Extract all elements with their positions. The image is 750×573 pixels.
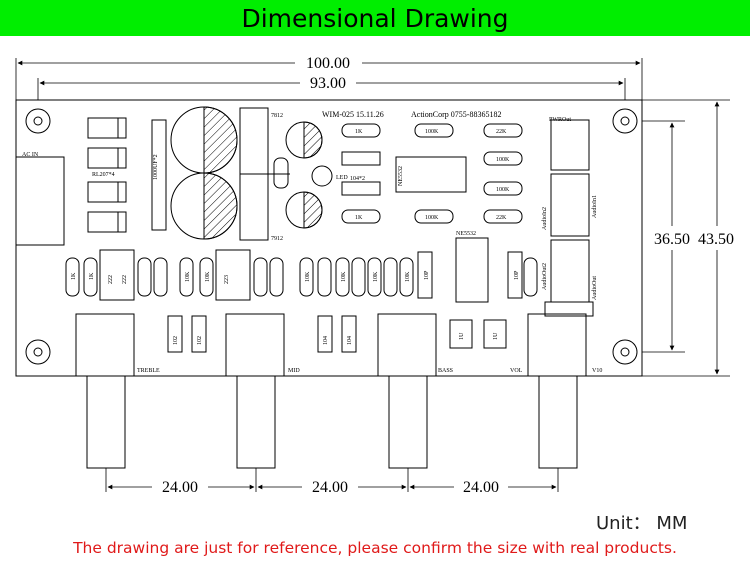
dimension-hole-width: 93.00 <box>39 75 624 92</box>
pot-spacing-3: 24.00 <box>463 479 499 496</box>
svg-text:10K: 10K <box>205 271 211 282</box>
svg-text:AudioOut2: AudioOut2 <box>542 263 548 290</box>
svg-text:22K: 22K <box>496 215 507 221</box>
ac-in-label: AC IN <box>22 152 39 158</box>
dimension-hole-height: 36.50 <box>654 122 690 351</box>
svg-text:10K: 10K <box>373 271 379 282</box>
small-electrolytic-caps <box>273 121 333 229</box>
bass-label: BASS <box>438 368 453 374</box>
rectifier-label: RL207*4 <box>92 172 115 178</box>
svg-text:AudioOut: AudioOut <box>592 276 598 300</box>
svg-text:10K: 10K <box>185 271 191 282</box>
pot-spacing-dimensions <box>105 468 559 492</box>
svg-text:7812: 7812 <box>271 113 283 119</box>
svg-text:10K: 10K <box>405 271 411 282</box>
page-title: Dimensional Drawing <box>241 3 509 33</box>
svg-text:223: 223 <box>224 275 230 284</box>
overall-width-label: 100.00 <box>306 55 350 72</box>
vol-label: VOL <box>510 368 523 374</box>
svg-text:10K: 10K <box>305 271 311 282</box>
header-banner: Dimensional Drawing <box>0 0 750 36</box>
svg-text:100K: 100K <box>425 129 439 135</box>
reference-note: The drawing are just for reference, plea… <box>73 539 677 557</box>
svg-text:102: 102 <box>197 336 203 345</box>
filter-capacitors <box>151 106 290 241</box>
audio-connectors <box>544 119 594 317</box>
potentiometer-bodies <box>75 313 587 377</box>
svg-text:1U: 1U <box>493 332 499 340</box>
top-resistors <box>341 123 523 303</box>
dimensional-drawing: 100.00 93.00 36.50 43.50 WIM-025 15.11.2… <box>15 55 734 496</box>
potentiometer-shafts <box>86 375 578 469</box>
svg-text:10P: 10P <box>424 270 430 280</box>
rectifier-diodes <box>87 117 127 233</box>
pcb-board-outline <box>15 99 643 377</box>
hole-width-label: 93.00 <box>310 75 346 92</box>
svg-text:1K: 1K <box>355 215 363 221</box>
unit-label: Unit： MM <box>596 513 688 534</box>
hole-height-label: 36.50 <box>654 231 690 248</box>
treble-label: TREBLE <box>137 368 160 374</box>
svg-text:7912: 7912 <box>271 236 283 242</box>
lower-resistors <box>65 249 538 301</box>
svg-text:1K: 1K <box>89 272 95 280</box>
svg-text:10P: 10P <box>514 270 520 280</box>
model-label: WIM-025 15.11.26 <box>322 110 384 119</box>
ic2-label: NE5532 <box>456 231 476 237</box>
svg-text:104: 104 <box>347 336 353 345</box>
svg-text:10K: 10K <box>341 271 347 282</box>
pot-spacing-2: 24.00 <box>312 479 348 496</box>
dimension-overall-height: 43.50 <box>698 101 734 375</box>
svg-text:22K: 22K <box>496 129 507 135</box>
svg-text:1U: 1U <box>459 332 465 340</box>
svg-text:100K: 100K <box>496 187 510 193</box>
svg-text:104: 104 <box>323 336 329 345</box>
pot-spacing-1: 24.00 <box>162 479 198 496</box>
svg-text:104*2: 104*2 <box>350 176 365 182</box>
svg-text:1K: 1K <box>355 129 363 135</box>
ic1-label: NE5532 <box>398 166 404 186</box>
mounting-holes <box>25 108 638 365</box>
overall-height-label: 43.50 <box>698 231 734 248</box>
svg-text:222: 222 <box>108 275 114 284</box>
mid-label: MID <box>288 368 300 374</box>
svg-text:AudioIn1: AudioIn1 <box>592 195 598 218</box>
dimension-overall-width: 100.00 <box>17 55 641 72</box>
svg-text:1000UF*2: 1000UF*2 <box>153 154 159 180</box>
ac-in-connector <box>15 156 65 246</box>
svg-text:222: 222 <box>122 275 128 284</box>
v10-label: V10 <box>592 368 602 374</box>
svg-text:1K: 1K <box>71 272 77 280</box>
company-label: ActionCorp 0755-88365182 <box>411 110 501 119</box>
svg-text:102: 102 <box>173 336 179 345</box>
svg-text:AudioIn2: AudioIn2 <box>542 207 548 230</box>
svg-text:100K: 100K <box>496 157 510 163</box>
svg-text:100K: 100K <box>425 215 439 221</box>
led-label: LED <box>336 175 348 181</box>
